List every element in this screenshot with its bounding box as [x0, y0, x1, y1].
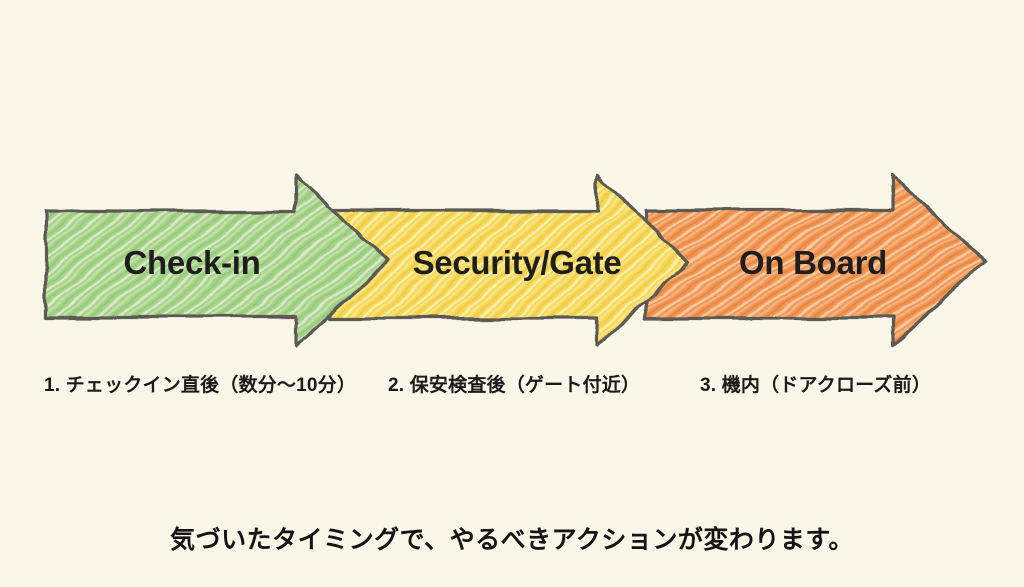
bottom-message: 気づいたタイミングで、やるべきアクションが変わります。: [170, 526, 854, 554]
stage-note-checkin: 1. チェックイン直後（数分〜10分）: [44, 375, 357, 396]
stage-label-onboard: On Board: [739, 244, 887, 281]
stage-label-checkin: Check-in: [123, 244, 261, 281]
stage-label-security-gate: Security/Gate: [412, 244, 622, 281]
onboard-arrow: [643, 173, 987, 347]
stage-note-security-gate: 2. 保安検査後（ゲート付近）: [388, 375, 641, 396]
security-gate-arrow: [328, 174, 690, 348]
checkin-arrow: [44, 174, 390, 348]
stage-note-onboard: 3. 機内（ドアクローズ前）: [700, 375, 932, 396]
